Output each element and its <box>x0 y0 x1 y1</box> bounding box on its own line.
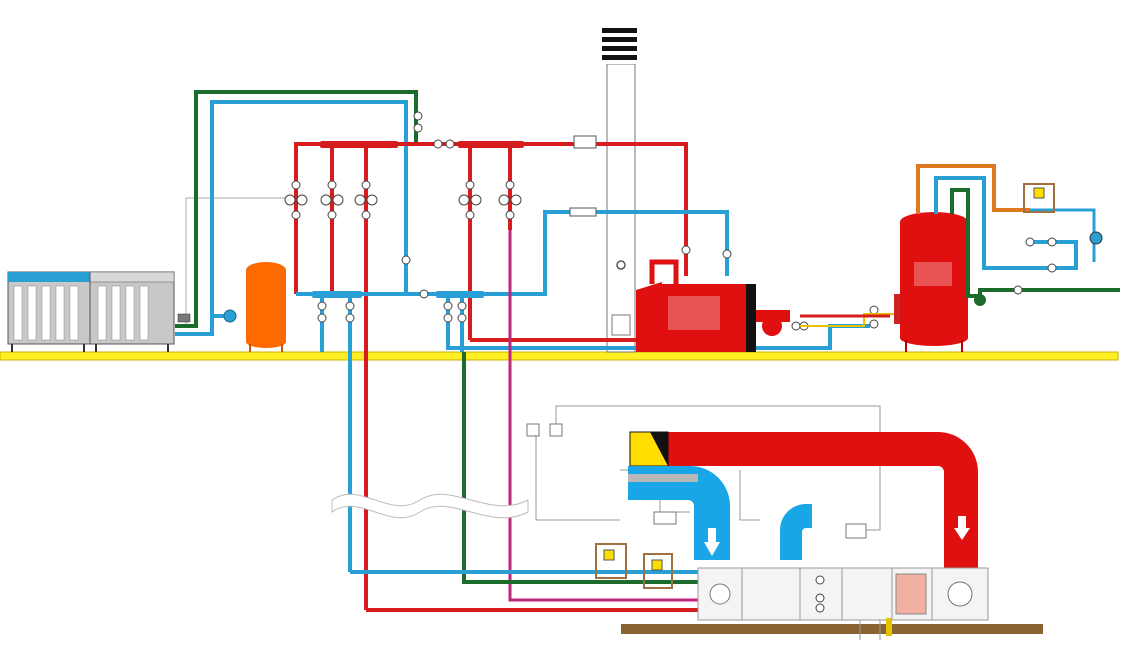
tank-pump-icon <box>1089 231 1103 245</box>
boiler <box>636 259 756 352</box>
burner <box>756 310 809 336</box>
fan-icon-2 <box>947 581 973 607</box>
chiller <box>7 271 191 352</box>
flow-meter <box>573 135 597 149</box>
thermostat-icon-2 <box>549 423 563 437</box>
strainer <box>569 207 597 217</box>
lower-floor-slab <box>621 624 1043 634</box>
blue-tank-pipe <box>934 176 1078 270</box>
circulation-pump <box>223 309 237 323</box>
supply-manifold <box>320 141 398 148</box>
air-handling-unit <box>697 567 989 640</box>
upper-floor-slab <box>0 351 1119 361</box>
hot-water-storage-tank <box>894 212 968 352</box>
thermostat-icon <box>526 423 540 437</box>
return-air-duct <box>780 504 812 560</box>
fan-icon <box>709 583 731 605</box>
mixing-valve-group <box>284 111 879 329</box>
controller-box-2 <box>845 523 867 539</box>
supply-manifold-2 <box>458 141 524 148</box>
fresh-air-damper <box>629 431 669 467</box>
ahu-mixing-valves <box>595 543 825 613</box>
fresh-air-duct <box>628 466 730 560</box>
orange-pipe <box>916 164 1030 214</box>
control-wire <box>185 197 292 324</box>
blue-pipe-upper <box>175 100 408 336</box>
green-tank-pipe <box>950 188 1120 298</box>
expansion-tank <box>246 262 286 352</box>
chimney <box>602 28 637 353</box>
controller-box <box>653 511 677 525</box>
tank-mixing-valve <box>1023 183 1055 213</box>
supply-air-duct <box>668 432 978 570</box>
pipe-break-symbol <box>331 493 529 519</box>
gas-line <box>800 313 900 327</box>
return-manifold <box>312 291 362 298</box>
